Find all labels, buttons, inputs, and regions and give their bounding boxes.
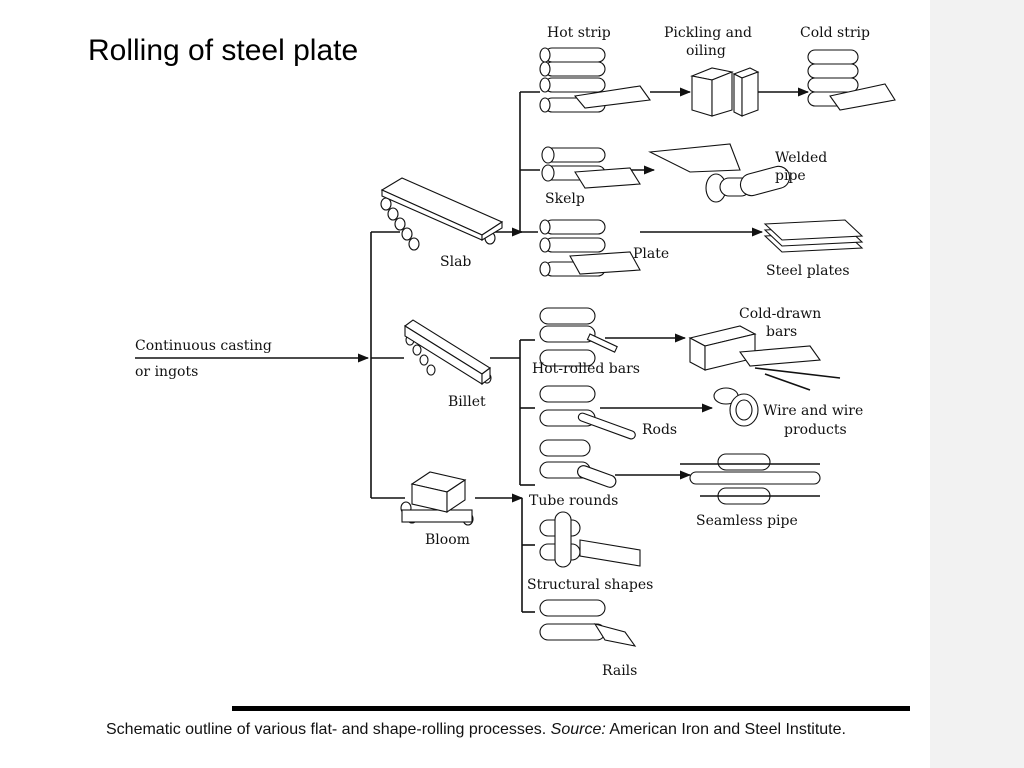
cold-strip-mill (807, 49, 896, 111)
label-or-ingots: or ingots (135, 364, 198, 380)
label-continuous-casting: Continuous casting (135, 338, 272, 354)
label-structural-shapes: Structural shapes (527, 577, 653, 593)
seamless-pipe-illustration (680, 453, 821, 505)
label-steel-plates: Steel plates (766, 263, 850, 279)
steel-plates-stack (763, 219, 864, 253)
hot-strip-mill (539, 47, 651, 113)
label-cold-strip: Cold strip (800, 25, 870, 41)
skelp-mill (541, 146, 641, 189)
wire-coil-illustration (713, 387, 759, 427)
diagram-labels: Continuous casting or ingots Slab Billet… (135, 25, 870, 679)
bar-mill-rolls (539, 307, 636, 488)
caption-text: Schematic outline of various flat- and s… (106, 721, 551, 738)
label-hot-rolled-bars: Hot-rolled bars (532, 361, 640, 377)
label-hot-strip: Hot strip (547, 25, 611, 41)
label-billet: Billet (448, 394, 486, 410)
label-cold-drawn-1: Cold-drawn (739, 306, 821, 322)
label-seamless-pipe: Seamless pipe (696, 513, 798, 529)
billet-illustration (404, 319, 492, 386)
rails-mill (539, 599, 637, 647)
label-welded-1: Welded (775, 150, 827, 166)
slide-title: Rolling of steel plate (88, 34, 359, 67)
label-wire-1: Wire and wire (763, 403, 863, 419)
bloom-illustration (400, 471, 474, 526)
welded-pipe-illustration (648, 143, 791, 203)
label-rods: Rods (642, 422, 677, 438)
plate-mill (539, 219, 641, 277)
label-cold-drawn-2: bars (766, 324, 797, 340)
label-pickling-1: Pickling and (664, 25, 752, 41)
caption-source: American Iron and Steel Institute. (605, 721, 846, 738)
structural-shapes-mill (539, 511, 641, 568)
label-slab: Slab (440, 254, 471, 270)
label-skelp: Skelp (545, 191, 585, 207)
label-bloom: Bloom (425, 532, 470, 548)
label-welded-2: pipe (775, 168, 806, 184)
label-tube-rounds: Tube rounds (529, 493, 618, 509)
label-pickling-2: oiling (686, 43, 726, 59)
right-margin-strip (930, 0, 1024, 768)
flow-lines (135, 87, 810, 613)
caption-source-label: Source: (550, 721, 606, 738)
slab-illustration (380, 177, 504, 251)
cold-drawn-bars-illustration (688, 325, 841, 391)
label-wire-2: products (784, 422, 847, 438)
figure-caption: Schematic outline of various flat- and s… (106, 720, 916, 740)
label-rails: Rails (602, 663, 637, 679)
pickling-tanks (690, 67, 760, 117)
caption-divider (232, 706, 910, 711)
label-plate: Plate (633, 246, 669, 262)
